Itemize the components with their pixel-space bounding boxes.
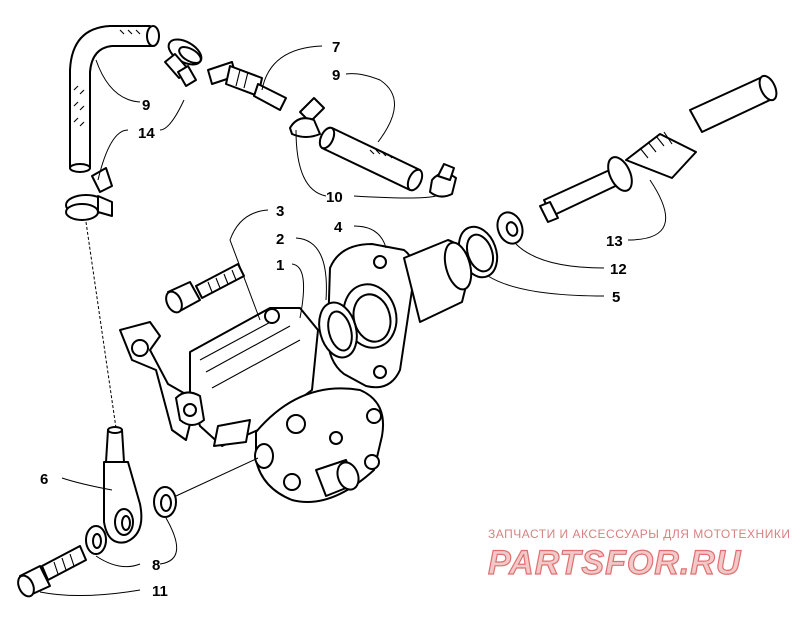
fitting-part-7 [207,61,287,111]
callout-4: 4 [334,219,343,236]
hose-part-9-short [318,126,424,192]
callout-12: 12 [610,261,627,278]
callout-labels: 9 14 7 9 10 4 3 2 1 13 12 5 6 8 11 [40,39,627,600]
watermark: ЗАПЧАСТИ И АКСЕССУАРЫ ДЛЯ МОТОТЕХНИКИ PA… [487,527,790,583]
clamp-part-10-right [429,163,457,198]
assembly-line-2 [175,457,259,497]
bolt-part-11 [17,545,87,598]
callout-10: 10 [326,189,343,206]
bolt-part-3 [165,263,245,314]
washer-part-12 [496,211,524,245]
callout-6: 6 [40,471,48,488]
clamp-part-10-left [289,97,325,138]
watermark-logo: PARTSFOR.RU [488,544,742,582]
callout-14: 14 [138,125,155,142]
callout-9-left: 9 [142,97,150,114]
washer-part-8-right [153,486,177,518]
callout-11: 11 [152,583,168,600]
watermark-tagline: ЗАПЧАСТИ И АКСЕССУАРЫ ДЛЯ МОТОТЕХНИКИ [488,527,790,541]
callout-3: 3 [276,203,284,220]
hose-part-9 [69,25,160,173]
washer-part-8-left [85,525,107,555]
callout-5: 5 [612,289,620,306]
banjo-fitting-part-6 [103,426,143,544]
callout-2: 2 [276,231,284,248]
callout-9-right: 9 [332,67,340,84]
callout-7: 7 [332,39,340,56]
gasket-part-2 [318,301,358,359]
pump-shaft-part-13 [539,74,778,223]
leader-lines [39,45,667,597]
callout-8: 8 [152,557,160,574]
callout-1: 1 [276,257,284,274]
clamp-part-14-lower [65,167,113,221]
clamp-part-14-upper [164,38,203,87]
oil-pump-body-part-1 [119,307,384,503]
callout-13: 13 [606,233,623,250]
assembly-line [85,221,117,429]
